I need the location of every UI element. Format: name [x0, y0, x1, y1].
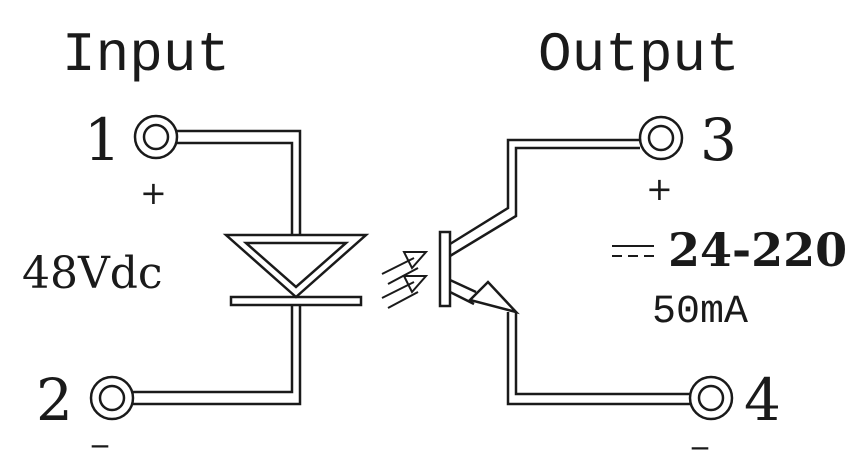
terminal-1-polarity: +: [140, 174, 167, 212]
output-voltage-label: 24-220: [668, 223, 847, 277]
terminal-2-connector: [89, 375, 135, 421]
terminal-3-number: 3: [700, 106, 737, 174]
terminal-4-connector: [688, 375, 734, 421]
terminal-4-number: 4: [744, 366, 781, 434]
phototransistor-icon: [438, 138, 690, 406]
input-wire-top: [177, 129, 302, 236]
terminal-1-number: 1: [84, 106, 121, 174]
output-title: Output: [538, 23, 740, 87]
input-wire-bottom: [133, 304, 302, 406]
input-title: Input: [62, 23, 230, 87]
dc-symbol-icon: [612, 245, 654, 257]
output-current-label: 50mA: [652, 290, 748, 335]
terminal-3-polarity: +: [646, 170, 673, 208]
input-voltage-label: 48Vdc: [22, 248, 163, 299]
terminal-3-connector: [638, 115, 684, 161]
terminal-2-polarity: _: [91, 410, 109, 448]
terminal-2-number: 2: [36, 366, 73, 434]
led-diode-icon: [222, 233, 370, 307]
terminal-1-connector: [133, 114, 179, 160]
light-emission-arrows-icon: [381, 251, 429, 309]
terminal-4-polarity: _: [691, 412, 709, 450]
